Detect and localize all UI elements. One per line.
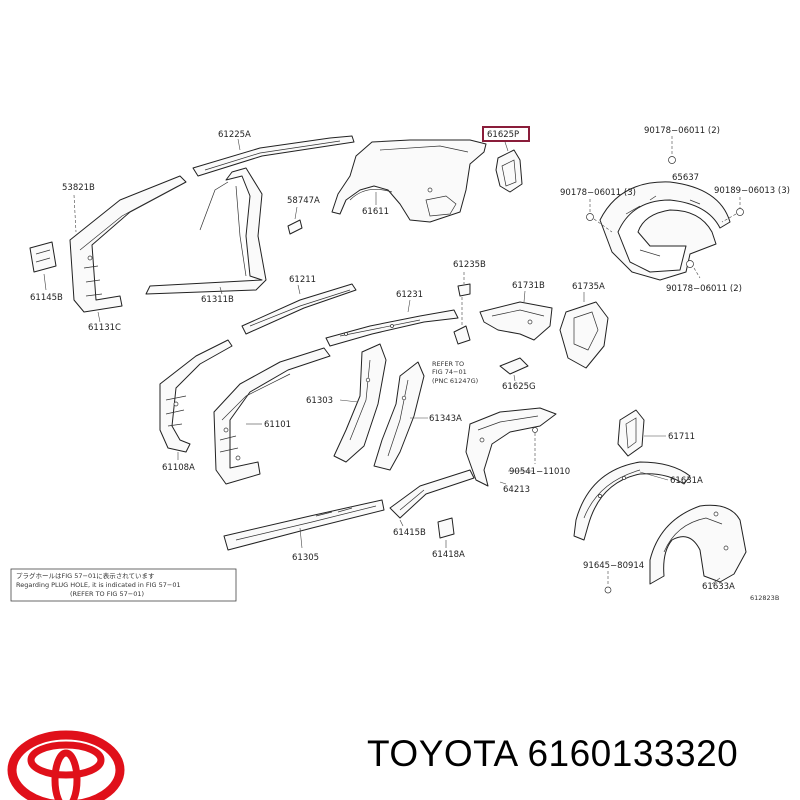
- refer-note-line2: FIG 74−01: [432, 368, 467, 376]
- part-bracket-small: [453, 325, 471, 345]
- clip-90189: [736, 208, 744, 216]
- part-61625G-drawing: [499, 357, 529, 382]
- label-61235B: 61235B: [453, 260, 486, 270]
- label-61731B: 61731B: [512, 281, 545, 291]
- label-90178-2b: 90178−06011 (2): [666, 284, 742, 294]
- toyota-logo: [7, 730, 125, 800]
- figure-code: 612823B: [750, 594, 779, 602]
- screw-91645: [604, 586, 612, 594]
- part-61625P-drawing: [495, 141, 523, 193]
- part-61311B-drawing: [145, 167, 267, 295]
- part-61711-drawing: [617, 409, 645, 457]
- label-90178-2a: 90178−06011 (2): [644, 126, 720, 136]
- plug-hole-note-box: [10, 568, 237, 602]
- label-61108A: 61108A: [162, 463, 195, 473]
- part-61231-drawing: [325, 309, 459, 347]
- label-61305: 61305: [292, 553, 319, 563]
- label-61231: 61231: [396, 290, 423, 300]
- leader-53821B: [73, 194, 77, 233]
- part-61633A-drawing: [649, 504, 747, 585]
- refer-note-line1: REFER TO: [432, 360, 464, 368]
- label-61735A: 61735A: [572, 282, 605, 292]
- label-61343A: 61343A: [429, 414, 462, 424]
- part-61145B-drawing: [29, 241, 57, 291]
- part-61611-drawing: [331, 139, 487, 223]
- label-61145B: 61145B: [30, 293, 63, 303]
- brand-part-number: TOYOTA 6160133320: [367, 733, 738, 775]
- label-90189: 90189−06013 (3): [714, 186, 790, 196]
- label-53821B: 53821B: [62, 183, 95, 193]
- part-61731B-drawing: [479, 301, 553, 341]
- label-61611: 61611: [362, 207, 389, 217]
- label-61101: 61101: [264, 420, 291, 430]
- part-61225A-drawing: [192, 135, 355, 177]
- label-64213: 64213: [503, 485, 530, 495]
- plug-note-line3: (REFER TO FIG 57−01): [70, 590, 144, 598]
- part-61305-drawing: [223, 499, 385, 551]
- part-61343A-drawing: [373, 361, 425, 471]
- brand-name: TOYOTA: [367, 733, 517, 774]
- part-64213-drawing: [465, 407, 557, 487]
- part-61235B-drawing: [457, 283, 471, 297]
- part-61415B-drawing: [389, 469, 475, 519]
- clip-90178-top: [668, 156, 676, 164]
- label-61631A: 61631A: [670, 476, 703, 486]
- label-91645: 91645−80914: [583, 561, 644, 571]
- plug-note-line2: Regarding PLUG HOLE, it is indicated in …: [16, 581, 181, 589]
- label-90178-3: 90178−06011 (3): [560, 188, 636, 198]
- label-61633A: 61633A: [702, 582, 735, 592]
- part-61108A-drawing: [159, 339, 233, 460]
- highlight-box-61625P: [482, 126, 530, 142]
- part-61631A-drawing: [573, 461, 691, 541]
- label-65637: 65637: [672, 173, 699, 183]
- part-61303-drawing: [333, 343, 387, 463]
- part-58747A-drawing: [287, 206, 303, 235]
- part-number: 6160133320: [527, 733, 739, 774]
- label-61415B: 61415B: [393, 528, 426, 538]
- label-61418A: 61418A: [432, 550, 465, 560]
- part-61131C-drawing: [69, 175, 187, 323]
- part-61101-drawing: [213, 347, 331, 485]
- refer-note-line3: (PNC 61247G): [432, 377, 478, 385]
- label-58747A: 58747A: [287, 196, 320, 206]
- part-65637-drawing: [599, 181, 731, 281]
- label-61311B: 61311B: [201, 295, 234, 305]
- label-61131C: 61131C: [88, 323, 121, 333]
- label-61303: 61303: [306, 396, 333, 406]
- label-61711: 61711: [668, 432, 695, 442]
- clip-90178-bottom: [686, 260, 694, 268]
- part-61211-drawing: [241, 283, 357, 335]
- label-61211: 61211: [289, 275, 316, 285]
- label-61225A: 61225A: [218, 130, 251, 140]
- label-90541: 90541−11010: [509, 467, 570, 477]
- plug-note-line1: プラグホールはFIG 57−01に表示されています: [16, 571, 155, 580]
- bolt-90541: [532, 427, 538, 433]
- part-61418A-drawing: [437, 517, 455, 548]
- label-61625G: 61625G: [502, 382, 536, 392]
- clip-90178-left: [586, 213, 594, 221]
- label-61625P: 61625P: [487, 130, 519, 140]
- part-61735A-drawing: [559, 301, 609, 369]
